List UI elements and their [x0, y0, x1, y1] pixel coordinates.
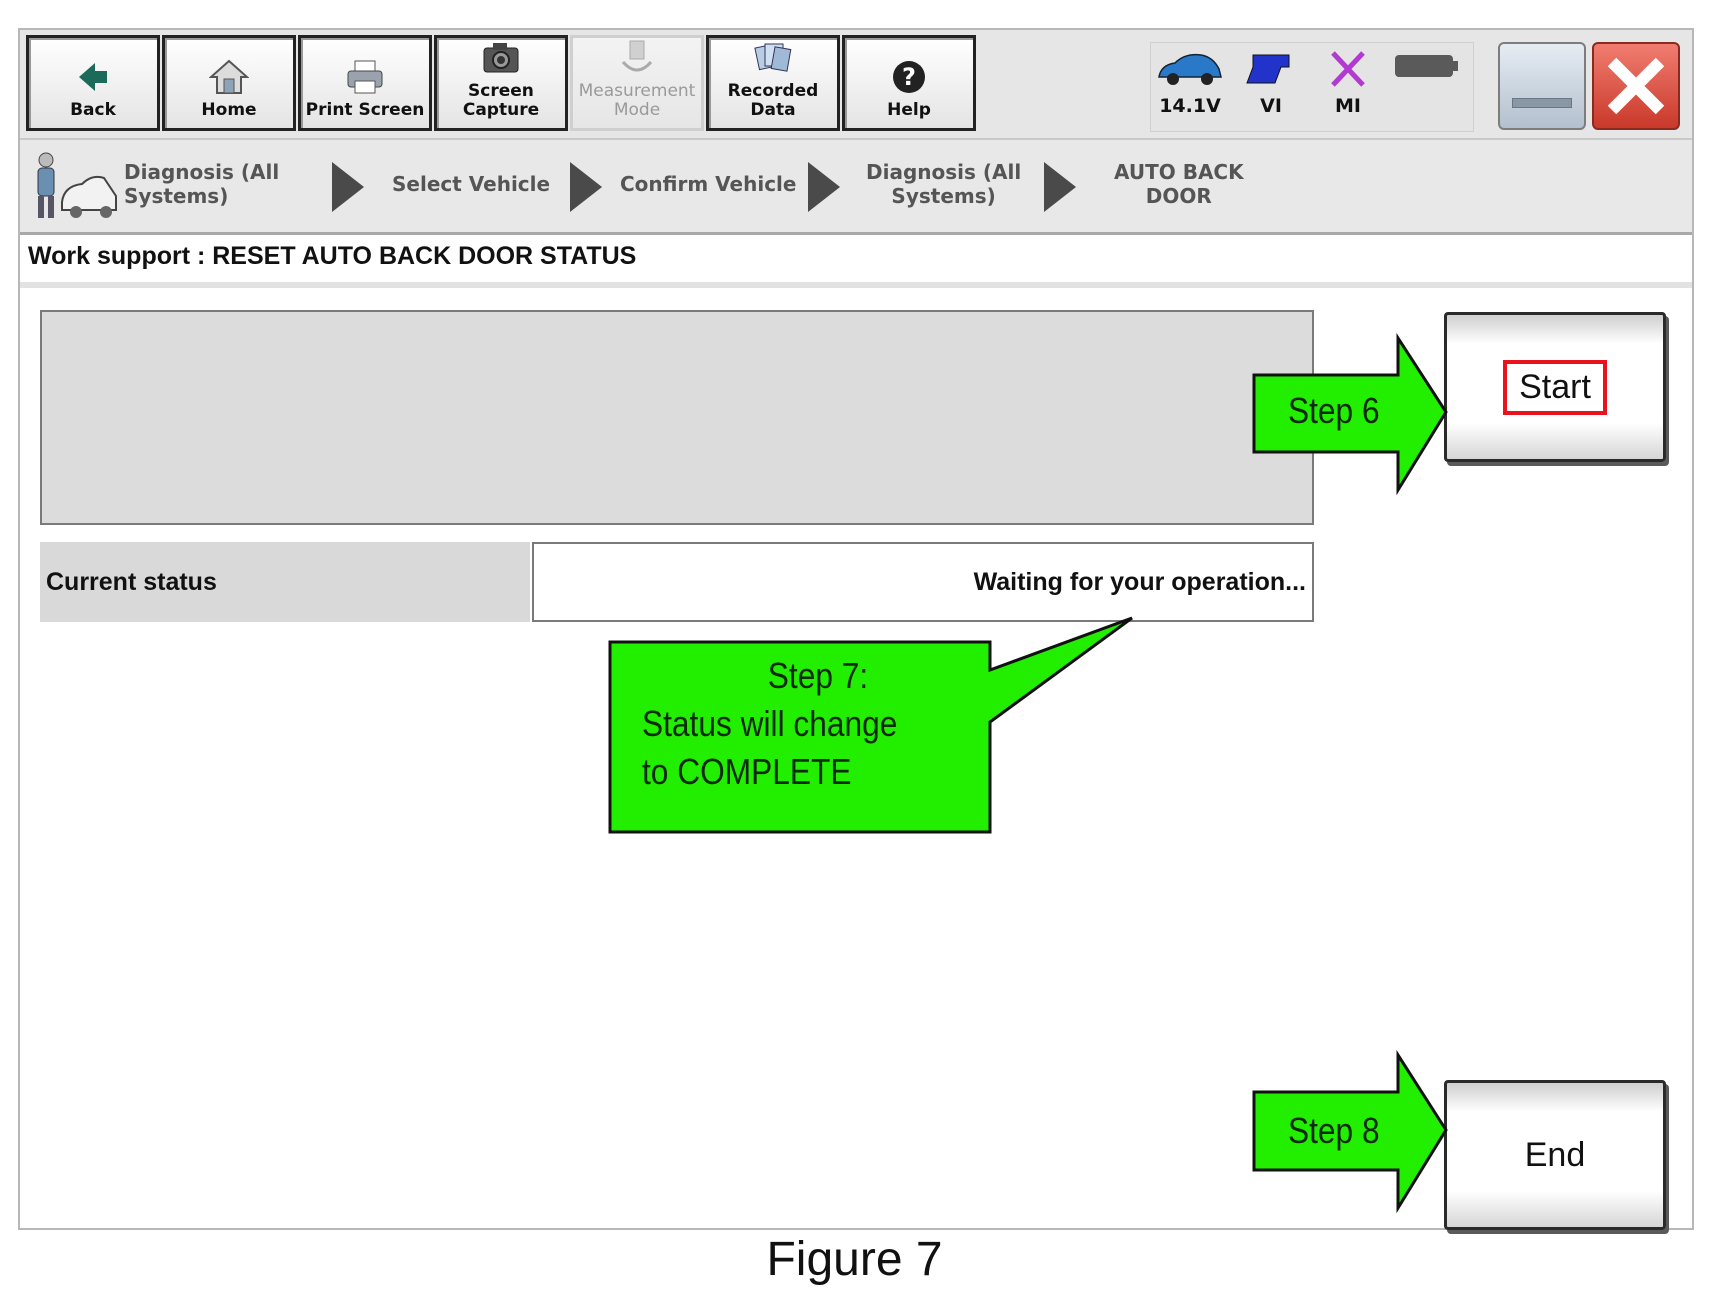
breadcrumb-arrow-icon	[332, 162, 364, 212]
battery-indicator	[1391, 49, 1461, 89]
svg-text:?: ?	[902, 63, 916, 91]
step7-line-1: Step 7:	[767, 655, 869, 696]
battery-voltage-indicator: 14.1V	[1155, 49, 1225, 117]
back-button[interactable]: Back	[26, 35, 160, 131]
help-icon: ?	[893, 61, 925, 93]
screen-capture-button[interactable]: Screen Capture	[434, 35, 568, 131]
breadcrumb-confirm-vehicle[interactable]: Confirm Vehicle	[620, 172, 797, 196]
figure-caption: Figure 7	[766, 1233, 943, 1286]
step8-label: Step 8	[1288, 1110, 1380, 1151]
status-indicators: 14.1V VI MI	[1150, 42, 1474, 132]
battery-icon	[1395, 55, 1458, 77]
message-panel	[40, 310, 1314, 525]
recorded-data-icon	[754, 43, 792, 72]
end-button[interactable]: End	[1444, 1080, 1666, 1230]
breadcrumb-diagnosis-all-systems[interactable]: Diagnosis (All Systems)	[124, 160, 280, 208]
breadcrumb-auto-back-door: AUTO BACK DOOR	[1114, 160, 1244, 208]
camera-icon	[483, 43, 519, 73]
toolbar: Back Home Print Screen Scr	[20, 30, 1692, 140]
end-button-label: End	[1524, 1135, 1586, 1174]
page-title: Work support : RESET AUTO BACK DOOR STAT…	[28, 242, 637, 270]
measurement-mode-button[interactable]: Measurement Mode	[570, 35, 704, 131]
technician-car-icon	[37, 152, 117, 218]
start-button-label: Start	[1503, 359, 1607, 415]
breadcrumb-select-vehicle[interactable]: Select Vehicle	[392, 172, 551, 196]
start-button[interactable]: Start	[1444, 312, 1666, 462]
consult-app-window: Back Home Print Screen Scr	[18, 28, 1694, 1230]
breadcrumb-arrow-icon	[1044, 162, 1076, 212]
close-icon	[1607, 57, 1665, 115]
car-icon	[1158, 53, 1222, 85]
step7-line-3: to COMPLETE	[642, 751, 852, 792]
breadcrumb-diagnosis-all-systems-2[interactable]: Diagnosis (All Systems)	[866, 160, 1022, 208]
home-icon	[209, 59, 249, 94]
help-button[interactable]: ? Help	[842, 35, 976, 131]
back-arrow-icon	[79, 63, 107, 91]
breadcrumb: Diagnosis (All Systems) Select Vehicle C…	[20, 140, 1692, 235]
step6-label: Step 6	[1288, 390, 1380, 431]
vi-indicator: VI	[1243, 49, 1299, 117]
title-divider	[20, 282, 1692, 288]
current-status-value: Waiting for your operation...	[532, 542, 1314, 622]
step7-line-2: Status will change	[642, 703, 898, 744]
recorded-data-button[interactable]: Recorded Data	[706, 35, 840, 131]
mi-indicator: MI	[1323, 49, 1373, 117]
current-status-label: Current status	[40, 542, 530, 622]
vi-device-icon	[1246, 54, 1290, 84]
printer-icon	[347, 60, 383, 94]
minimize-button[interactable]	[1498, 42, 1586, 130]
minimize-icon	[1512, 98, 1572, 108]
print-screen-button[interactable]: Print Screen	[298, 35, 432, 131]
breadcrumb-arrow-icon	[570, 162, 602, 212]
breadcrumb-arrow-icon	[808, 162, 840, 212]
home-button[interactable]: Home	[162, 35, 296, 131]
close-button[interactable]	[1592, 42, 1680, 130]
measurement-icon	[621, 40, 653, 72]
step7-label: Step 7: Status will change to COMPLETE	[642, 652, 994, 796]
mi-disconnected-icon	[1331, 51, 1365, 87]
